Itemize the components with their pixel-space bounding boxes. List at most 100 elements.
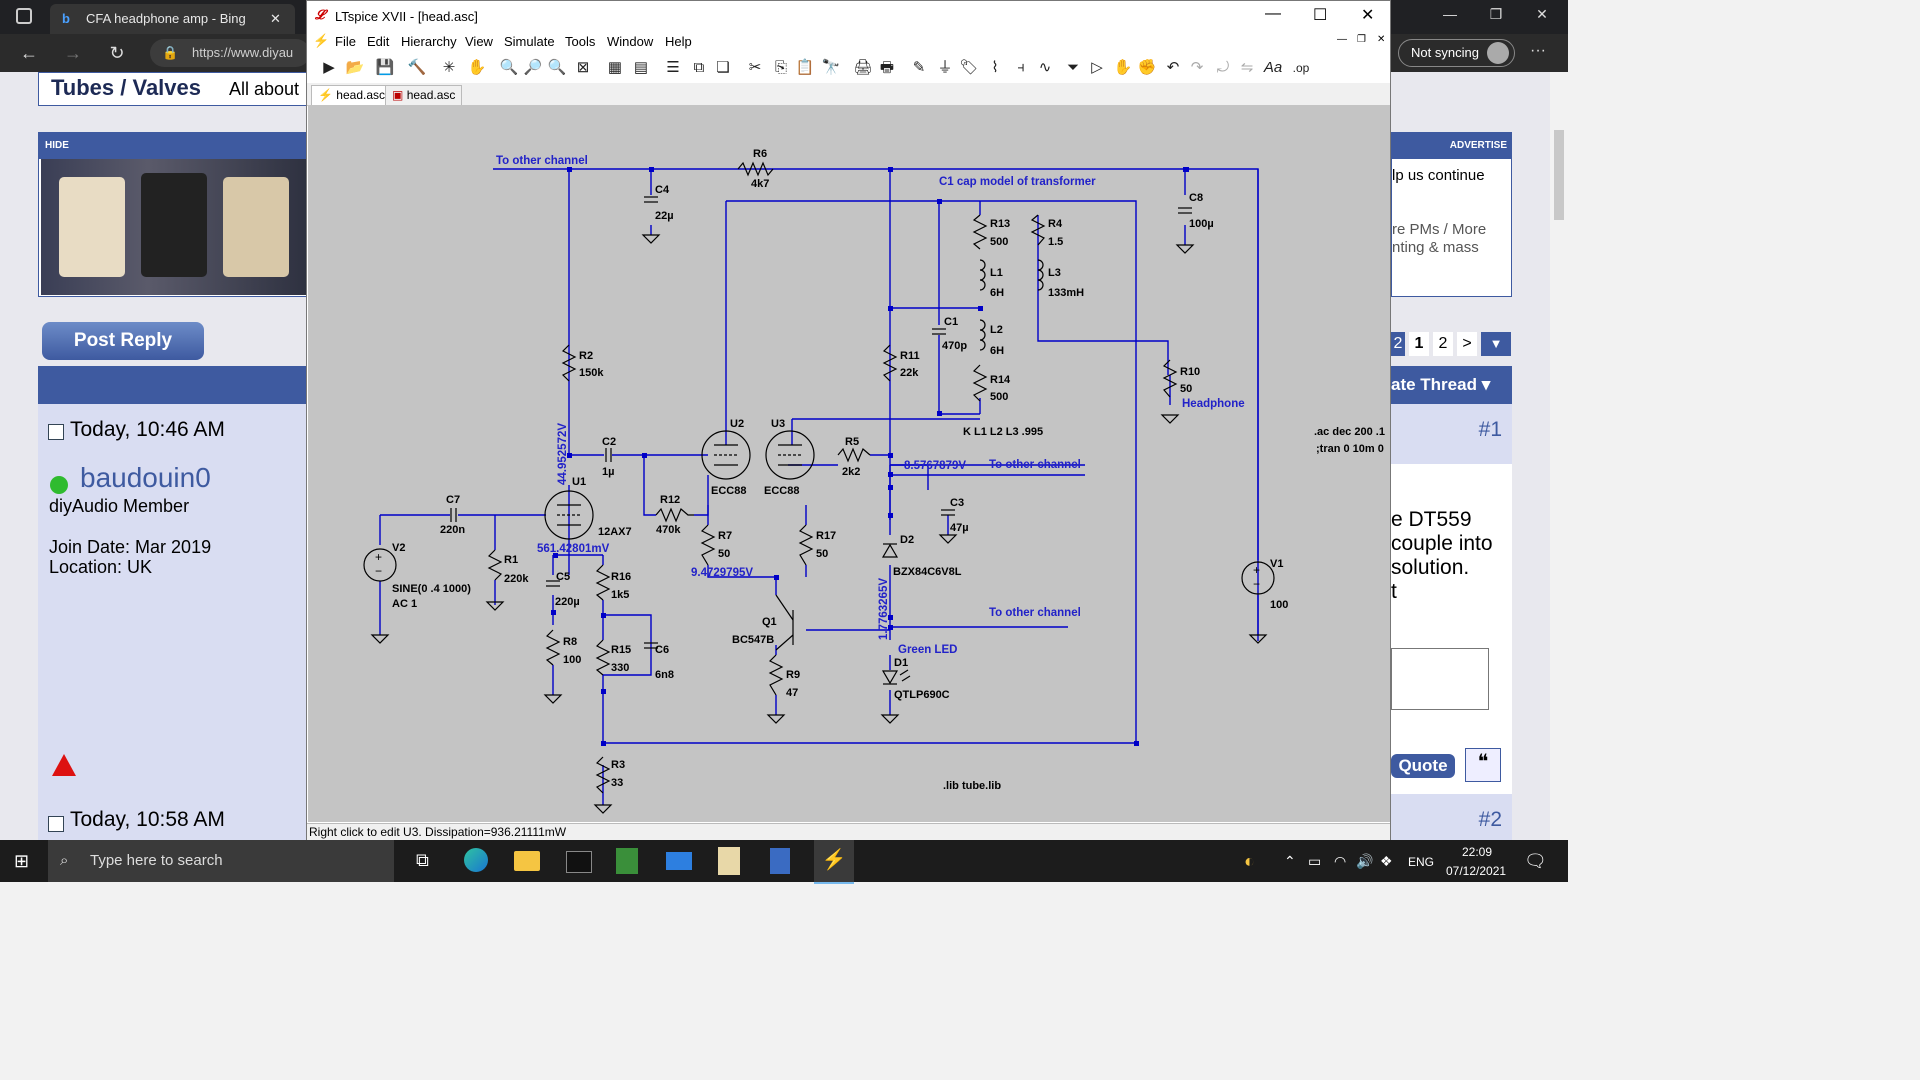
resistor-R4[interactable] — [1030, 214, 1046, 246]
hide-bar[interactable]: HIDE — [39, 133, 307, 159]
c1-model-comment[interactable]: C1 cap model of transformer — [939, 176, 1096, 188]
scrollbar-thumb[interactable] — [1554, 130, 1564, 220]
weather-icon[interactable]: ◐ — [1244, 851, 1255, 871]
edge-icon[interactable] — [464, 848, 488, 872]
refresh-icon[interactable]: ↻ — [109, 43, 125, 63]
menu-tools[interactable]: Tools — [565, 34, 596, 49]
zoom-pan-icon[interactable]: 🔎 — [523, 59, 543, 76]
restore-browser-icon[interactable]: ❐ — [1489, 6, 1503, 22]
notifications-icon[interactable]: 🗨 — [1524, 851, 1547, 871]
child-restore-icon[interactable]: ❐ — [1357, 34, 1366, 45]
clock-time[interactable]: 22:09 — [1462, 845, 1493, 859]
minimize-browser-icon[interactable]: — — [1443, 6, 1457, 22]
ground-icon[interactable]: ⏚ — [937, 59, 953, 76]
menu-view[interactable]: View — [465, 34, 493, 49]
cascade-icon[interactable]: ❏ — [716, 59, 730, 76]
capacitor-C1[interactable] — [932, 328, 946, 335]
zener-D2[interactable] — [881, 543, 899, 558]
led-comment[interactable]: Green LED — [898, 644, 957, 656]
calculator-icon[interactable] — [770, 848, 790, 874]
tab-head-asc[interactable]: ▣ head.asc — [385, 85, 463, 105]
page-link[interactable]: 2 — [1433, 332, 1453, 356]
post1-number[interactable]: #1 — [1478, 418, 1502, 441]
draw-wire-icon[interactable]: ✎ — [912, 59, 926, 76]
resistor-R12[interactable] — [655, 507, 694, 523]
battery-icon[interactable]: ▭ — [1308, 853, 1322, 869]
source-V2[interactable]: +− — [363, 548, 397, 582]
clock-date[interactable]: 07/12/2021 — [1446, 864, 1507, 878]
start-icon[interactable]: ⊞ — [14, 851, 30, 871]
inductor-L2[interactable] — [979, 319, 986, 351]
menu-file[interactable]: File — [335, 34, 356, 49]
inductor-icon[interactable]: ∿ — [1038, 59, 1052, 76]
menu-edit[interactable]: Edit — [367, 34, 390, 49]
terminal-icon[interactable] — [566, 851, 592, 873]
volume-icon[interactable]: 🔊 — [1356, 853, 1374, 869]
resistor-R17[interactable] — [798, 524, 814, 566]
autorange-icon[interactable]: ▦ — [607, 59, 623, 76]
capacitor-C2[interactable] — [605, 448, 612, 462]
run-icon[interactable]: ▶ — [323, 59, 335, 76]
capacitor-C3[interactable] — [941, 509, 955, 516]
source-V1[interactable]: +− — [1241, 561, 1275, 595]
spice-directive-icon[interactable]: .op — [1292, 61, 1310, 75]
capacitor-C5[interactable] — [546, 580, 560, 587]
copy-icon[interactable]: ⎘ — [774, 59, 787, 76]
forward-icon[interactable]: → — [64, 43, 82, 63]
menu-simulate[interactable]: Simulate — [504, 34, 555, 49]
rotate-icon[interactable]: ⤾ — [1216, 59, 1230, 76]
resistor-R6[interactable] — [737, 161, 774, 177]
back-icon[interactable]: ← — [20, 43, 38, 63]
close-tab-icon[interactable]: ✕ — [270, 11, 281, 26]
tube-U2[interactable] — [701, 430, 751, 480]
network-icon[interactable]: ◠ — [1334, 853, 1347, 869]
tile-vert-icon[interactable]: ⧉ — [693, 59, 705, 76]
zoom-out-icon[interactable]: 🔍 — [547, 59, 567, 76]
task-view-icon[interactable]: ⧉ — [416, 850, 429, 870]
capacitor-C8[interactable] — [1178, 207, 1192, 214]
quote-button[interactable]: Quote — [1391, 754, 1455, 778]
resistor-R9[interactable] — [768, 654, 784, 696]
post2-number[interactable]: #2 — [1478, 808, 1502, 831]
menu-window[interactable]: Window — [607, 34, 654, 49]
lib-directive[interactable]: .lib tube.lib — [943, 780, 1001, 792]
capacitor-C7[interactable] — [450, 508, 457, 522]
text-icon[interactable]: Aa — [1263, 59, 1283, 76]
resistor-R8[interactable] — [545, 629, 561, 666]
app-icon[interactable] — [718, 847, 740, 875]
page-dropdown-icon[interactable]: ▼ — [1481, 332, 1511, 356]
menu-help[interactable]: Help — [665, 34, 692, 49]
net-label-other-channel[interactable]: To other channel — [989, 459, 1081, 471]
resistor-R16[interactable] — [595, 564, 611, 601]
resistor-R3[interactable] — [595, 756, 611, 794]
led-D1[interactable] — [881, 669, 911, 685]
schematic-canvas[interactable]: +− +− — [308, 105, 1390, 822]
resistor-R7[interactable] — [700, 524, 716, 566]
address-bar[interactable]: 🔒 https://www.diyau — [150, 39, 310, 67]
open-icon[interactable]: 📂 — [345, 59, 365, 76]
next-page-link[interactable]: > — [1457, 332, 1477, 356]
grid-icon[interactable]: ▤ — [633, 59, 649, 76]
tube-U1[interactable] — [544, 490, 594, 540]
find-icon[interactable]: 🔭 — [821, 59, 841, 76]
zoom-in-icon[interactable]: 🔍 — [499, 59, 519, 76]
resistor-R15[interactable] — [595, 639, 611, 676]
language-indicator[interactable]: ENG — [1408, 855, 1435, 869]
diode-icon[interactable]: ⏷ — [1066, 59, 1079, 76]
browser-menu-icon[interactable]: ··· — [1530, 42, 1546, 59]
ltspice-taskbar-icon[interactable]: ⚡ — [814, 840, 854, 884]
paste-icon[interactable]: 📋 — [795, 59, 815, 76]
sync-button[interactable]: Not syncing — [1398, 39, 1515, 67]
undo-icon[interactable]: ↶ — [1166, 59, 1180, 76]
resistor-R1[interactable] — [487, 549, 503, 581]
minimize-icon[interactable]: — — [1265, 5, 1281, 22]
label-net-icon[interactable]: 🏷 — [959, 59, 979, 76]
capacitor-C6[interactable] — [644, 642, 658, 649]
rate-thread-bar[interactable]: ate Thread ▾ — [1391, 366, 1512, 404]
file-explorer-icon[interactable] — [514, 851, 540, 871]
save-icon[interactable]: 💾 — [375, 59, 395, 76]
post-reply-button[interactable]: Post Reply — [42, 322, 204, 360]
child-close-icon[interactable]: ✕ — [1377, 34, 1386, 45]
mail-icon[interactable] — [666, 852, 692, 870]
mirror-icon[interactable]: ⇋ — [1240, 59, 1254, 76]
